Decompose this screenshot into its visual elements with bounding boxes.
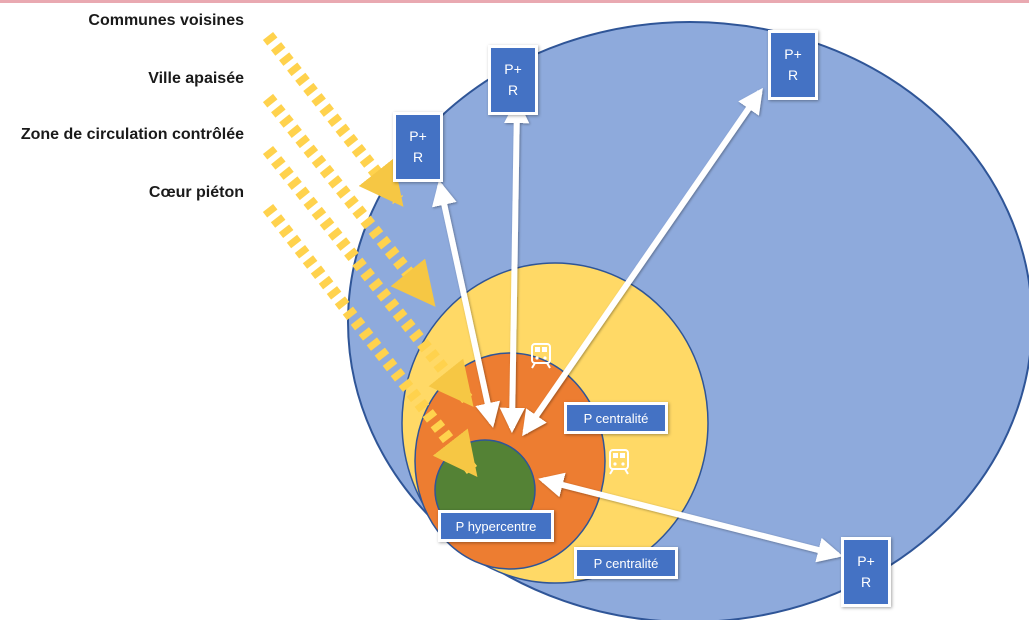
parking-relais-line1: P+ — [409, 128, 427, 144]
label-p-hypercentre: P hypercentre — [438, 510, 554, 542]
link-arrow-pr4 — [538, 472, 843, 563]
parking-relais-box: P+ R — [393, 112, 443, 182]
parking-relais-line2: R — [787, 67, 799, 83]
label-p-centralite-inner: P centralité — [564, 402, 668, 434]
train-icon — [531, 343, 551, 369]
parking-relais-line2: R — [507, 82, 519, 98]
legend-communes-voisines: Communes voisines — [88, 12, 244, 29]
top-border — [0, 0, 1029, 3]
parking-relais-box: P+ R — [488, 45, 538, 115]
link-arrow-pr2 — [499, 97, 530, 434]
parking-relais-box: P+ R — [768, 30, 818, 100]
flow-arrow-communes — [262, 31, 404, 207]
link-arrow-pr3 — [522, 87, 763, 437]
parking-relais-box: P+ R — [841, 537, 891, 607]
legend-zone-circulation: Zone de circulation contrôlée — [20, 126, 244, 143]
parking-relais-line1: P+ — [857, 553, 875, 569]
label-p-centralite-outer: P centralité — [574, 547, 678, 579]
legend-coeur-pieton: Cœur piéton — [148, 184, 244, 201]
legend-ville-apaisee: Ville apaisée — [148, 70, 244, 87]
parking-relais-line1: P+ — [784, 46, 802, 62]
flow-arrow-ville — [262, 93, 436, 307]
train-icon — [609, 449, 629, 475]
parking-relais-line2: R — [412, 149, 424, 165]
parking-relais-line1: P+ — [504, 61, 522, 77]
parking-relais-line2: R — [860, 574, 872, 590]
link-arrow-pr1 — [431, 180, 501, 428]
